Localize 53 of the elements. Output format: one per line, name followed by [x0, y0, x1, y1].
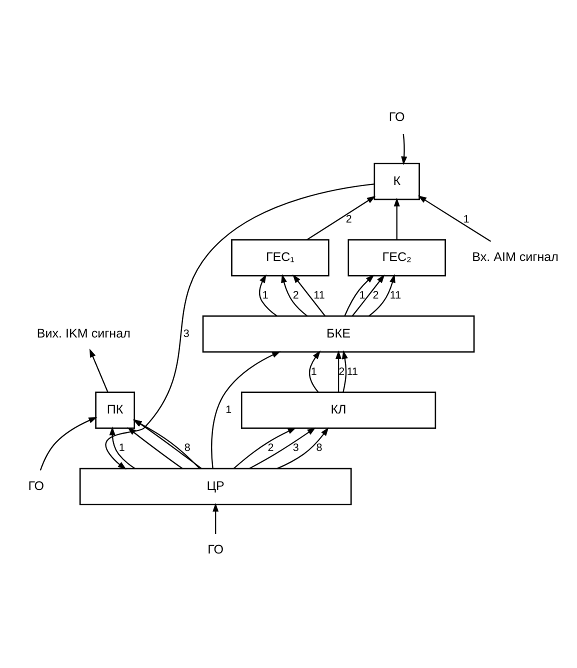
arrow [344, 274, 374, 316]
edge-label: 3 [183, 328, 190, 340]
edge-label: 1 [463, 213, 470, 226]
edge-label: 1 [310, 366, 317, 378]
edge-label: 1 [359, 290, 366, 302]
arrow [342, 350, 348, 392]
edge-label: 8 [184, 442, 190, 454]
edge-label: 11 [390, 290, 402, 302]
node-box: К [374, 162, 420, 200]
arrow [40, 417, 98, 470]
edge-label: 2 [338, 366, 345, 378]
node-box: ГЕС₂ [348, 239, 446, 276]
arrow [336, 350, 342, 392]
arrow [90, 348, 108, 392]
arrow [418, 196, 492, 242]
node-text: Вих. IKM сигнал [36, 326, 130, 340]
node-text: ГО [28, 478, 44, 493]
edge-label: 1 [118, 442, 125, 454]
edge-label: 2 [372, 290, 379, 302]
node-box: ПК [95, 392, 136, 429]
arrow [212, 503, 219, 534]
edge-label: 1 [262, 290, 268, 302]
arrow [292, 274, 326, 316]
node-box: КЛ [240, 392, 436, 429]
node-text: Вх. AIM сигнал [472, 250, 558, 264]
arrow [368, 274, 396, 316]
edge-label: 11 [314, 290, 325, 302]
arrow [276, 427, 329, 470]
edge-label: 11 [346, 366, 358, 378]
node-box: ЦР [79, 468, 352, 506]
arrow [127, 427, 183, 470]
arrow [394, 198, 400, 240]
node-text: ГО [388, 110, 405, 124]
arrow [109, 426, 136, 470]
arrow [259, 274, 278, 316]
edge-label: 1 [226, 404, 232, 416]
arrow [106, 183, 374, 470]
edge-label: 2 [268, 442, 274, 454]
node-text: ГО [208, 542, 224, 557]
edge-label: 8 [316, 442, 322, 454]
arrow [401, 134, 408, 166]
arrow [308, 350, 321, 393]
arrow [281, 274, 308, 316]
arrow [306, 196, 376, 240]
node-box: ГЕС₁ [231, 239, 330, 276]
arrow [211, 351, 281, 469]
arrow [352, 274, 385, 316]
edge-label: 2 [346, 213, 352, 226]
arrow [249, 427, 316, 469]
node-box: БКЕ [202, 315, 475, 353]
edge-label: 3 [292, 442, 299, 454]
edge-label: 2 [292, 290, 299, 302]
arrow [233, 428, 296, 470]
